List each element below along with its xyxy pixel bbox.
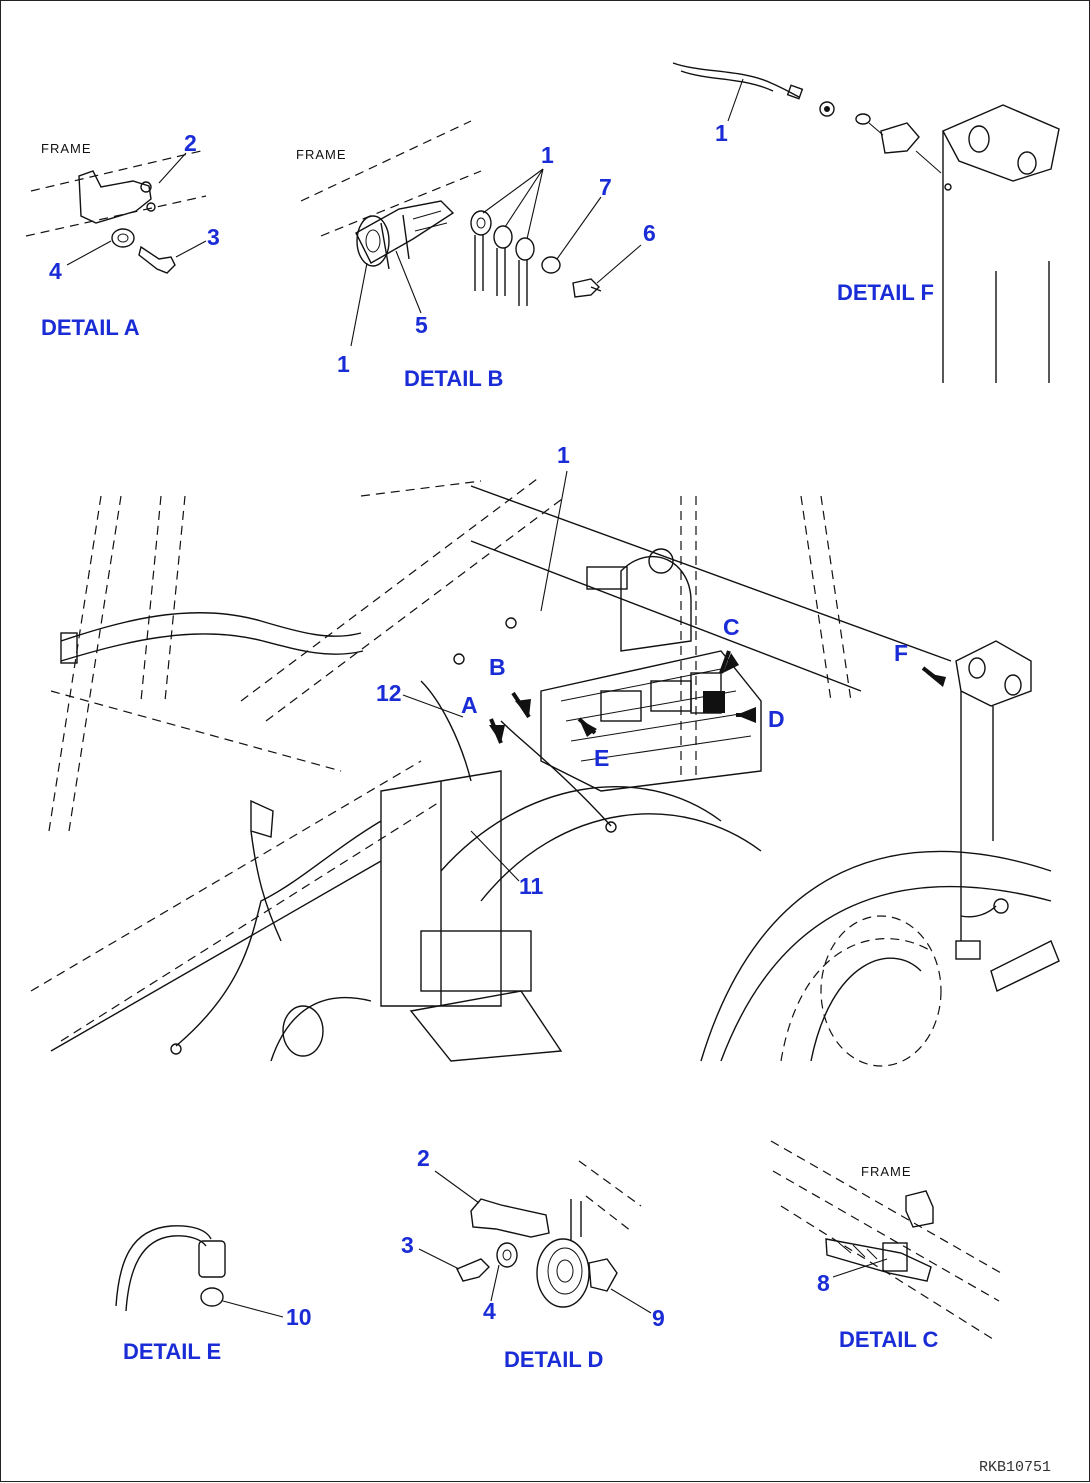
main-callout-12: 12 xyxy=(376,680,402,706)
detail-a-callout-2: 2 xyxy=(184,130,197,156)
detail-a: FRAME 2 3 4 DETAIL A xyxy=(25,130,220,340)
detail-e-title: DETAIL E xyxy=(123,1339,221,1364)
detail-d-callout-2: 2 xyxy=(417,1145,430,1171)
detail-b: FRAME 1 7 6 1 5 DETAIL B xyxy=(296,120,656,391)
detail-b-callout-6: 6 xyxy=(643,220,656,246)
marker-f: F xyxy=(894,640,908,666)
detail-a-callout-4: 4 xyxy=(49,258,62,284)
detail-a-callout-3: 3 xyxy=(207,224,220,250)
detail-d: 2 3 4 9 DETAIL D xyxy=(401,1145,665,1372)
detail-f-title: DETAIL F xyxy=(837,280,934,305)
detail-d-callout-4: 4 xyxy=(483,1298,496,1324)
detail-e-callout-10: 10 xyxy=(286,1304,312,1330)
main-assembly-view: 1 12 11 A B C D E F xyxy=(30,442,1060,1067)
detail-b-callout-1-bottom: 1 xyxy=(337,351,350,377)
detail-c-callout-8: 8 xyxy=(817,1270,830,1296)
detail-a-frame-label: FRAME xyxy=(41,141,92,156)
detail-c-frame-label: FRAME xyxy=(861,1164,912,1179)
marker-e: E xyxy=(594,745,609,771)
detail-c-title: DETAIL C xyxy=(839,1327,939,1352)
marker-a: A xyxy=(461,692,478,718)
detail-e: 10 DETAIL E xyxy=(115,1225,312,1364)
detail-b-frame-label: FRAME xyxy=(296,147,347,162)
detail-f: 1 DETAIL F xyxy=(672,62,1060,383)
main-callout-11: 11 xyxy=(519,873,544,899)
marker-b: B xyxy=(489,654,506,680)
marker-c: C xyxy=(723,614,740,640)
main-callout-1: 1 xyxy=(557,442,570,468)
detail-a-title: DETAIL A xyxy=(41,315,140,340)
detail-b-callout-5: 5 xyxy=(415,312,428,338)
detail-d-callout-3: 3 xyxy=(401,1232,414,1258)
drawing-reference: RKB10751 xyxy=(979,1459,1051,1476)
detail-f-callout-1: 1 xyxy=(715,120,728,146)
detail-d-title: DETAIL D xyxy=(504,1347,603,1372)
detail-b-callout-1-top: 1 xyxy=(541,142,554,168)
detail-b-callout-7: 7 xyxy=(599,174,612,200)
marker-d: D xyxy=(768,706,785,732)
detail-d-callout-9: 9 xyxy=(652,1305,665,1331)
detail-b-title: DETAIL B xyxy=(404,366,503,391)
detail-c: FRAME 8 DETAIL C xyxy=(770,1140,1002,1352)
